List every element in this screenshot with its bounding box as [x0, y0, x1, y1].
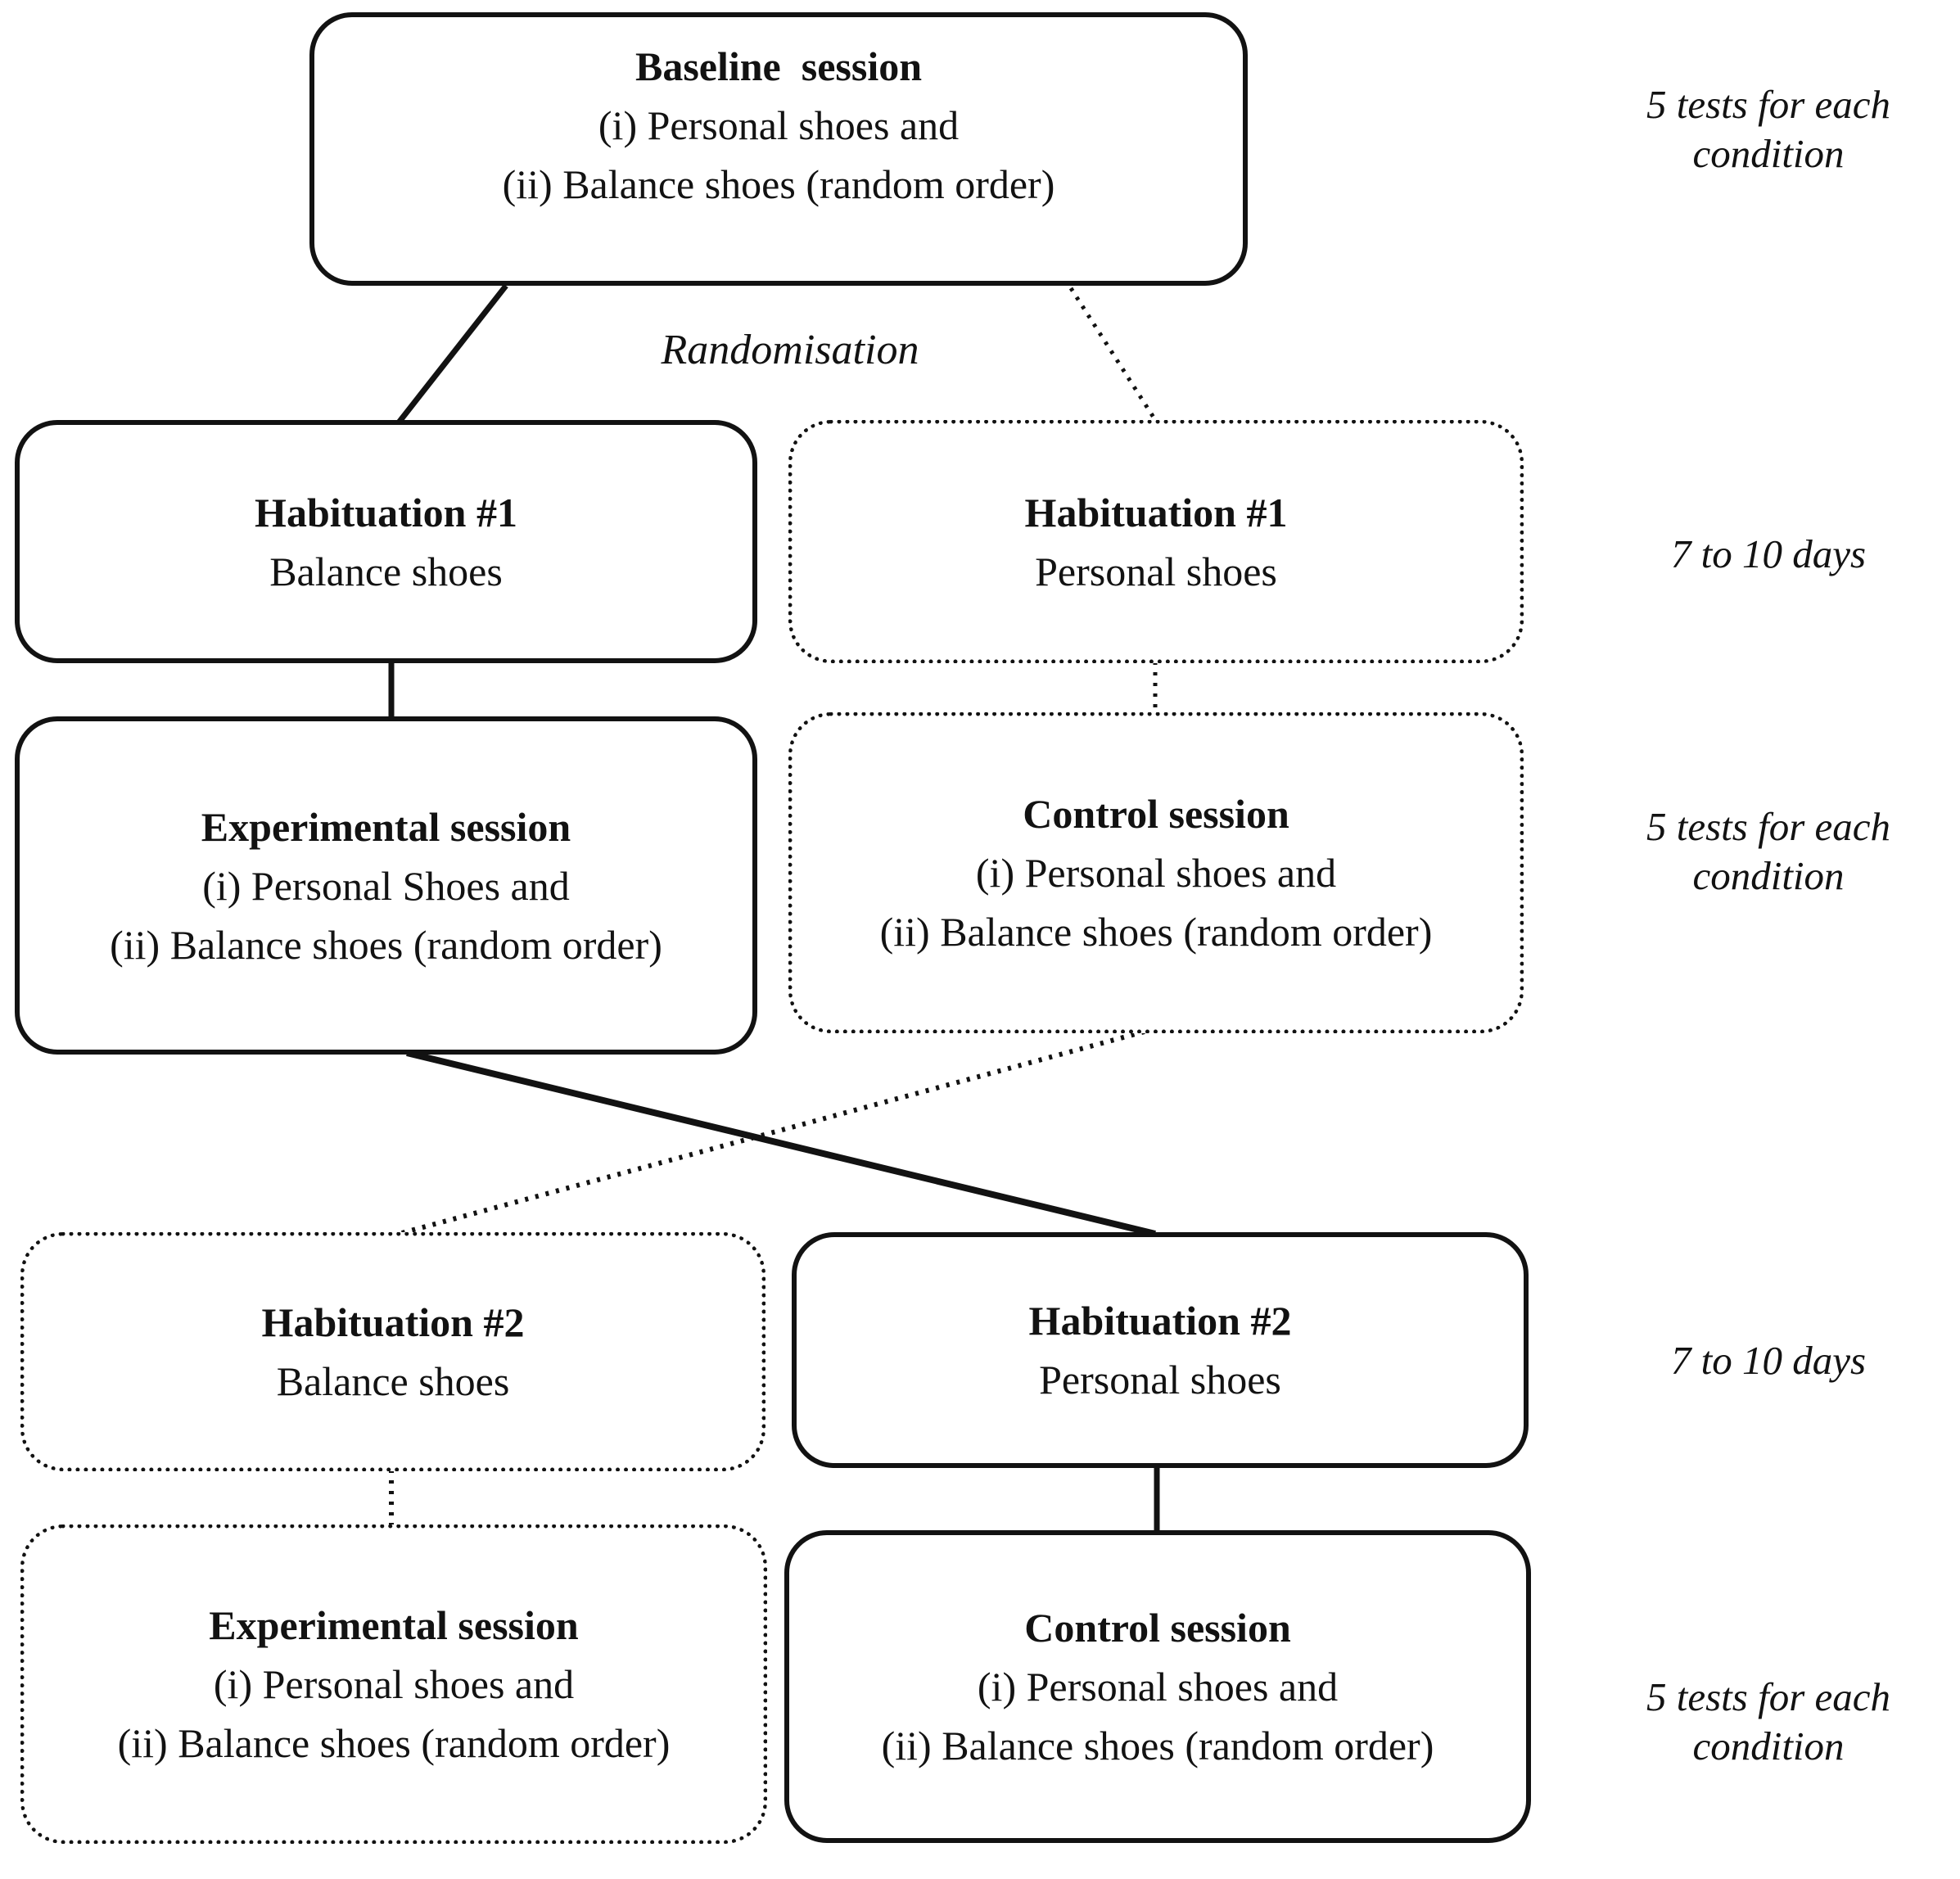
experimental-session-1-title: Experimental session	[201, 803, 571, 850]
experimental-session-2-line-1: (i) Personal shoes and	[213, 1661, 575, 1707]
habituation2-balance-line-1: Balance shoes	[276, 1358, 510, 1404]
box-experimental-session-1: Experimental session (i) Personal Shoes …	[15, 716, 757, 1055]
baseline-session-title: Baseline session	[635, 43, 923, 89]
box-control-session-2: Control session (i) Personal shoes and (…	[784, 1530, 1531, 1843]
connector-ctrl1-to-hab2-balance	[398, 1029, 1145, 1236]
experimental-session-1-line-2: (ii) Balance shoes (random order)	[110, 921, 662, 968]
habituation1-personal-title: Habituation #1	[1024, 489, 1288, 535]
habituation1-balance-line-1: Balance shoes	[269, 548, 503, 594]
randomisation-label: Randomisation	[661, 327, 919, 373]
experimental-session-2-line-2: (ii) Balance shoes (random order)	[117, 1720, 671, 1766]
box-control-session-1: Control session (i) Personal shoes and (…	[788, 712, 1524, 1033]
box-habituation2-personal-shoes: Habituation #2 Personal shoes	[792, 1232, 1529, 1468]
connector-baseline-to-hab1-balance	[396, 283, 508, 425]
box-baseline-session: Baseline session (i) Personal shoes and …	[309, 12, 1248, 286]
box-habituation1-personal-shoes: Habituation #1 Personal shoes	[788, 420, 1524, 663]
control-session-2-title: Control session	[1024, 1605, 1291, 1651]
habituation1-balance-title: Habituation #1	[255, 489, 517, 535]
side-label-session2-tests-line-1: 5 tests for each	[1646, 1674, 1891, 1719]
baseline-session-line-1: (i) Personal shoes and	[598, 102, 960, 148]
habituation2-personal-line-1: Personal shoes	[1039, 1357, 1281, 1402]
side-label-habituation1-duration: 7 to 10 days	[1670, 531, 1867, 576]
side-label-session2-tests-line-2: condition	[1692, 1723, 1845, 1768]
baseline-session-line-2: (ii) Balance shoes (random order)	[502, 161, 1055, 207]
habituation2-personal-title: Habituation #2	[1028, 1298, 1292, 1344]
side-label-session2-tests: 5 tests for each condition	[1580, 1673, 1957, 1771]
side-label-baseline-tests-line-2: condition	[1692, 131, 1845, 176]
control-session-1-title: Control session	[1023, 791, 1289, 837]
box-habituation1-balance-shoes: Habituation #1 Balance shoes	[15, 420, 757, 663]
control-session-2-line-1: (i) Personal shoes and	[977, 1664, 1339, 1710]
connector-exp1-to-hab2-personal	[406, 1050, 1156, 1237]
box-habituation2-balance-shoes: Habituation #2 Balance shoes	[20, 1232, 765, 1471]
box-experimental-session-2: Experimental session (i) Personal shoes …	[20, 1524, 767, 1844]
habituation1-personal-line-1: Personal shoes	[1035, 548, 1277, 594]
control-session-1-line-2: (ii) Balance shoes (random order)	[879, 909, 1433, 955]
side-label-session1-tests: 5 tests for each condition	[1580, 802, 1957, 901]
side-label-baseline-tests-line-1: 5 tests for each	[1646, 82, 1891, 127]
side-label-baseline-tests: 5 tests for each condition	[1580, 80, 1957, 178]
experimental-session-2-title: Experimental session	[209, 1602, 579, 1648]
control-session-2-line-2: (ii) Balance shoes (random order)	[881, 1723, 1434, 1768]
experimental-session-1-line-1: (i) Personal Shoes and	[202, 862, 570, 909]
side-label-habituation2-duration: 7 to 10 days	[1670, 1338, 1867, 1383]
habituation2-balance-title: Habituation #2	[261, 1299, 525, 1345]
control-session-1-line-1: (i) Personal shoes and	[975, 850, 1337, 896]
side-label-session1-tests-line-2: condition	[1692, 853, 1845, 898]
connector-baseline-to-hab1-personal	[1068, 287, 1159, 424]
side-label-session1-tests-line-1: 5 tests for each	[1646, 804, 1891, 849]
